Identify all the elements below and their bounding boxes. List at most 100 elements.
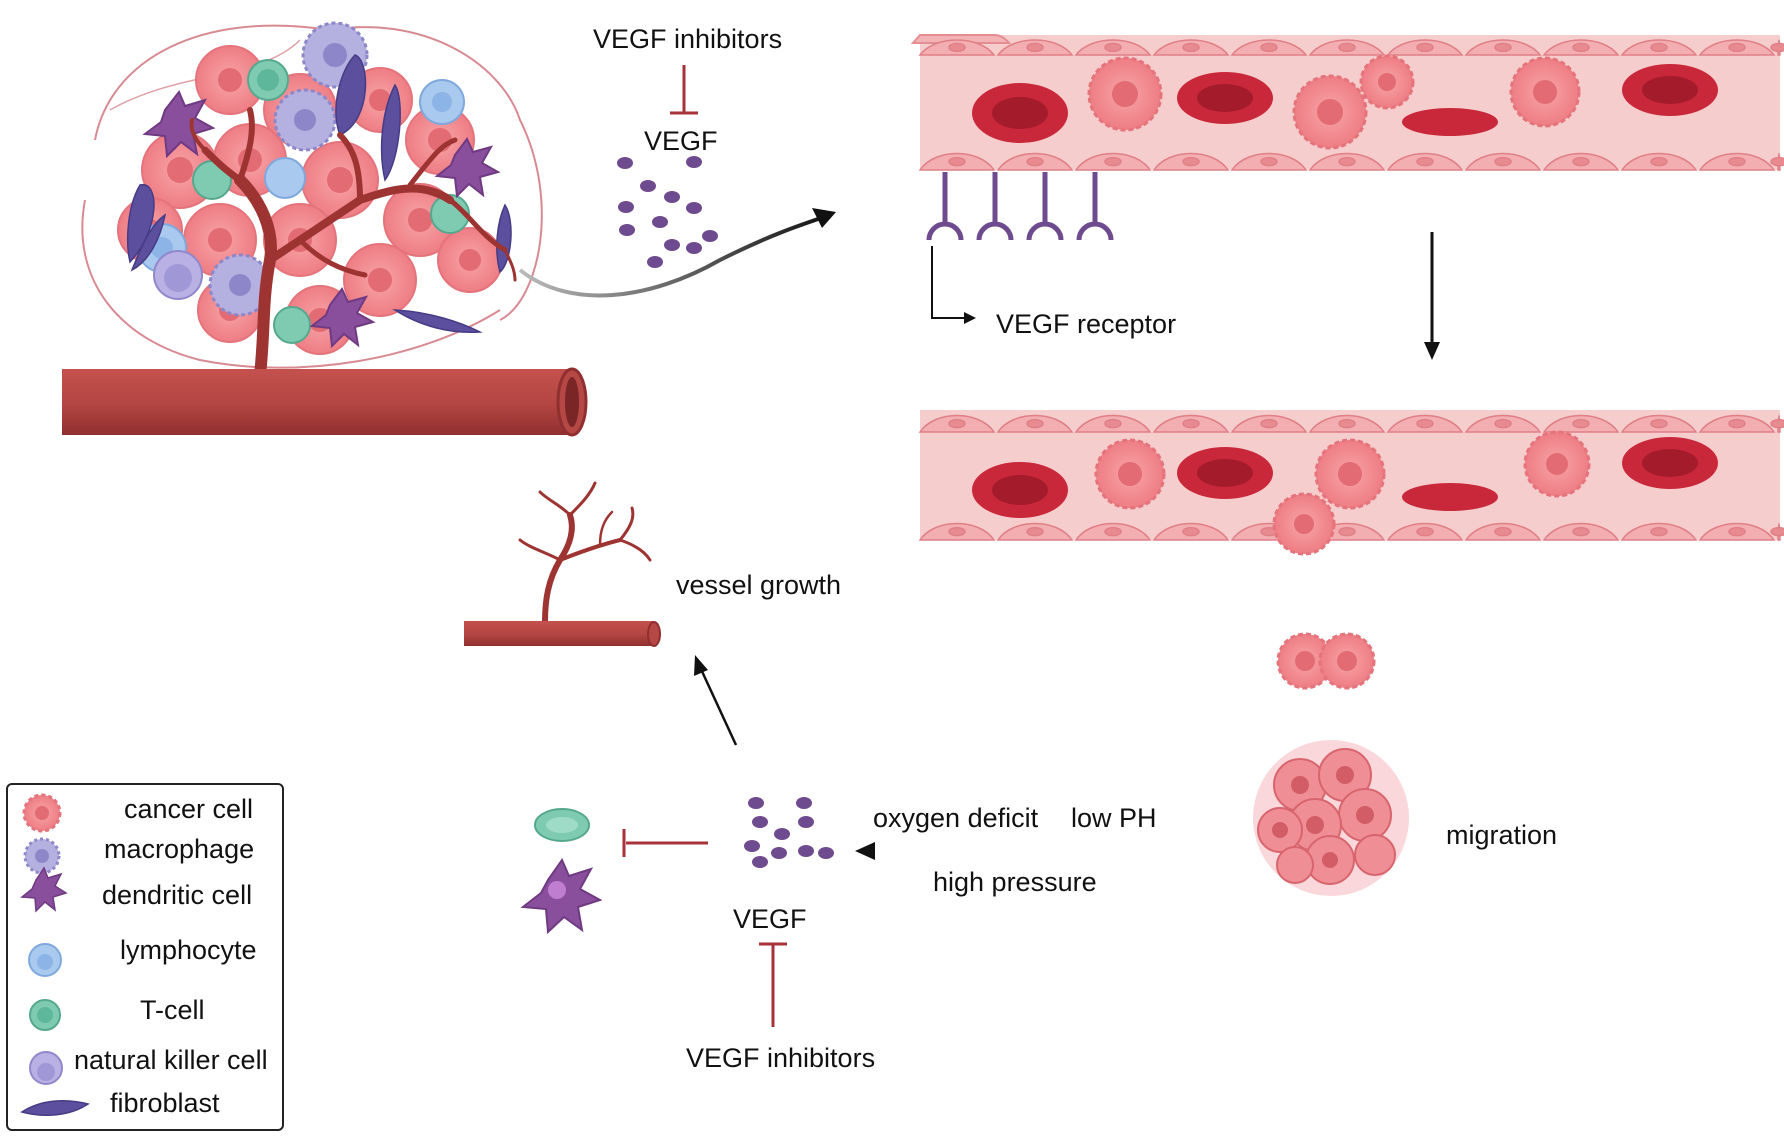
endothelial-nucleus bbox=[1572, 526, 1590, 537]
arrow-hypoxia-head bbox=[855, 842, 875, 860]
vegf-top-label: VEGF bbox=[644, 126, 718, 156]
endothelial-nucleus bbox=[1338, 42, 1356, 53]
tumor-fibroblasts bbox=[126, 54, 512, 334]
endothelial-nucleus bbox=[1026, 418, 1044, 429]
endothelial-nucleus bbox=[1494, 526, 1512, 537]
tumor-dendritic-cells bbox=[142, 90, 501, 349]
tumor-nk-cells bbox=[153, 250, 203, 300]
endothelial-row-middle-b bbox=[918, 522, 1784, 541]
endothelial-nucleus bbox=[1770, 42, 1784, 53]
vegf-inhibitors-bottom-label: VEGF inhibitors bbox=[686, 1043, 876, 1073]
vegf-particles-top bbox=[617, 156, 718, 268]
endothelial-nucleus bbox=[1260, 418, 1278, 429]
endothelial-nucleus bbox=[1572, 156, 1590, 167]
endothelial-nucleus bbox=[948, 418, 966, 429]
tumor-t-cells bbox=[192, 59, 470, 344]
endothelial-nucleus bbox=[1182, 418, 1200, 429]
endothelial-nucleus bbox=[1650, 156, 1668, 167]
endothelial-nucleus bbox=[1416, 418, 1434, 429]
vegf-receptors bbox=[926, 172, 1114, 241]
vessel-growth-illustration bbox=[464, 481, 661, 647]
endothelial-row-top-a bbox=[918, 39, 1784, 56]
endothelial-nucleus bbox=[1770, 526, 1784, 537]
flow-arrow-tumor-to-vessel bbox=[518, 213, 831, 298]
endothelial-nucleus bbox=[1572, 418, 1590, 429]
red-blood-cells-middle bbox=[972, 437, 1718, 518]
endothelial-nucleus bbox=[1104, 418, 1122, 429]
endothelial-nucleus bbox=[1416, 526, 1434, 537]
legend-icons bbox=[20, 793, 90, 1117]
t-cell-icon bbox=[29, 999, 61, 1031]
endothelial-nucleus bbox=[948, 42, 966, 53]
tumor-microenvironment bbox=[62, 21, 588, 437]
endothelial-nucleus bbox=[1728, 42, 1746, 53]
endothelial-nucleus bbox=[1728, 526, 1746, 537]
legend-label-nk-cell: natural killer cell bbox=[74, 1045, 268, 1075]
dendritic-cell-icon bbox=[20, 866, 68, 913]
vegf-bottom-label: VEGF bbox=[733, 904, 807, 934]
endothelial-nucleus bbox=[1104, 42, 1122, 53]
vegf-particles-bottom bbox=[744, 797, 834, 868]
endothelial-nucleus bbox=[948, 156, 966, 167]
endothelial-nucleus bbox=[1416, 42, 1434, 53]
endothelial-row-middle-a bbox=[918, 414, 1784, 433]
vessel-lumen-middle bbox=[918, 410, 1784, 556]
endothelial-nucleus bbox=[1182, 42, 1200, 53]
legend bbox=[6, 783, 284, 1131]
inhibited-immune-cells bbox=[520, 808, 603, 935]
tumor-vessel-tree bbox=[189, 107, 517, 381]
high-pressure-label: high pressure bbox=[933, 867, 1097, 897]
endothelial-nucleus bbox=[1650, 526, 1668, 537]
legend-label-lymphocyte: lymphocyte bbox=[120, 935, 257, 965]
cancer-cell-icon bbox=[22, 793, 62, 833]
endothelial-nucleus bbox=[1494, 156, 1512, 167]
low-ph-label: low PH bbox=[1071, 803, 1157, 833]
endothelial-nucleus bbox=[1026, 526, 1044, 537]
endothelial-nucleus bbox=[1104, 156, 1122, 167]
endothelial-nucleus bbox=[1770, 418, 1784, 429]
endothelial-nucleus bbox=[1494, 42, 1512, 53]
fibroblast-icon bbox=[20, 1099, 90, 1117]
endothelial-nucleus bbox=[1650, 418, 1668, 429]
legend-label-dendritic-cell: dendritic cell bbox=[102, 880, 253, 910]
endothelial-nucleus bbox=[1182, 156, 1200, 167]
endothelial-nucleus bbox=[1026, 42, 1044, 53]
vessel-growth-label: vessel growth bbox=[676, 570, 842, 600]
vessel-lumen-top bbox=[910, 34, 1784, 171]
arrow-to-vessel-growth bbox=[698, 666, 738, 746]
down-arrow-head bbox=[1424, 342, 1440, 360]
migrating-cancer-pair bbox=[1276, 632, 1376, 690]
flow-arrow-head bbox=[812, 208, 836, 228]
nk-cell-icon bbox=[29, 1051, 63, 1085]
red-blood-cells-top bbox=[972, 64, 1718, 143]
legend-label-t-cell: T-cell bbox=[140, 995, 205, 1025]
arrow-to-vessel-growth-head bbox=[694, 655, 708, 676]
endothelial-nucleus bbox=[1338, 418, 1356, 429]
endothelial-nucleus bbox=[1728, 156, 1746, 167]
legend-label-cancer-cell: cancer cell bbox=[124, 794, 254, 824]
endothelial-nucleus bbox=[1104, 526, 1122, 537]
legend-label-fibroblast: fibroblast bbox=[110, 1088, 220, 1118]
endothelial-nucleus bbox=[1182, 526, 1200, 537]
endothelial-nucleus bbox=[1338, 526, 1356, 537]
endothelial-nucleus bbox=[1260, 42, 1278, 53]
endothelial-nucleus bbox=[1728, 418, 1746, 429]
lymphocyte-icon bbox=[28, 943, 62, 977]
endothelial-nucleus bbox=[1416, 156, 1434, 167]
legend-label-macrophage: macrophage bbox=[104, 834, 255, 864]
endothelial-nucleus bbox=[1026, 156, 1044, 167]
endothelial-row-top-b bbox=[918, 152, 1784, 171]
receptor-pointer-head bbox=[964, 312, 976, 324]
endothelial-nucleus bbox=[948, 526, 966, 537]
endothelial-nucleus bbox=[1650, 42, 1668, 53]
endothelial-nucleus bbox=[1338, 156, 1356, 167]
migration-label: migration bbox=[1446, 820, 1558, 850]
oxygen-deficit-label: oxygen deficit bbox=[873, 803, 1039, 833]
endothelial-nucleus bbox=[1260, 156, 1278, 167]
tumor-cluster bbox=[1253, 740, 1409, 896]
endothelial-nucleus bbox=[1572, 42, 1590, 53]
vegf-receptor-label: VEGF receptor bbox=[996, 309, 1177, 339]
main-vessel bbox=[62, 367, 588, 437]
vegf-inhibitors-top-label: VEGF inhibitors bbox=[593, 24, 783, 54]
